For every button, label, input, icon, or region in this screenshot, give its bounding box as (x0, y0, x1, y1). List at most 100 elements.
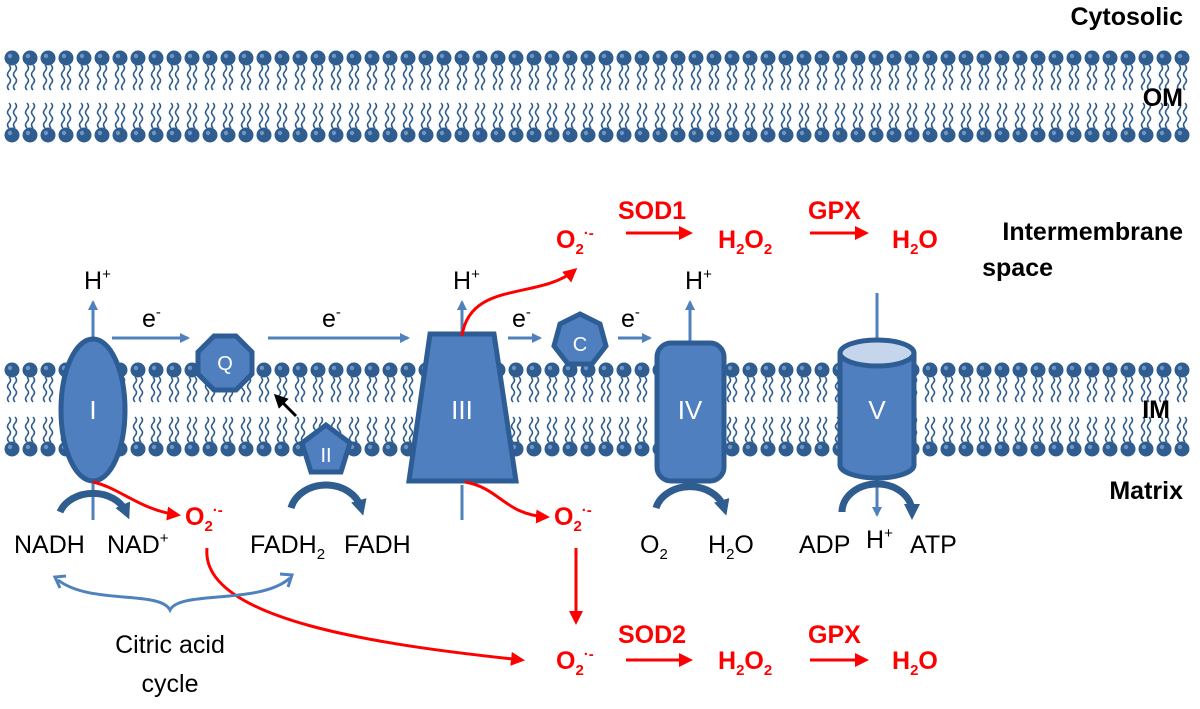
im-lipid-tail (750, 416, 756, 443)
om-lipid-tail (804, 64, 810, 91)
im-lipid-head-highlight (187, 444, 193, 450)
om-lipid-head (994, 50, 1010, 66)
im-lipid-tail (1104, 416, 1110, 443)
om-lipid-tail (912, 64, 918, 91)
om-lipid-head (670, 50, 686, 66)
im-lipid-head-highlight (43, 365, 49, 371)
h2o-label: H2O (708, 531, 754, 563)
om-lipid-head-highlight (511, 53, 517, 59)
im-lipid-tail (276, 416, 282, 443)
om-lipid-head-highlight (367, 130, 373, 136)
om-lipid-tail (372, 102, 378, 129)
im-lipid-tail (978, 416, 984, 443)
om-lipid-tail (96, 102, 102, 129)
om-lipid-head-highlight (187, 130, 193, 136)
om-lipid-head (778, 127, 794, 143)
om-lipid-tail (852, 64, 858, 91)
om-lipid-tail (816, 102, 822, 129)
im-lipid-head-highlight (1069, 365, 1075, 371)
om-lipid-tail (660, 102, 666, 129)
om-lipid-tail (798, 102, 804, 129)
im-lipid-head (40, 362, 56, 378)
om-lipid-head-highlight (1177, 53, 1183, 59)
om-lipid-tail (474, 64, 480, 91)
om-lipid-tail (546, 102, 552, 129)
om-lipid-tail (762, 64, 768, 91)
om-lipid-tail (42, 102, 48, 129)
im-lipid-tail (516, 376, 522, 403)
om-lipid-head (1156, 50, 1172, 66)
om-lipid-tail (102, 102, 108, 129)
om-lipid-head (652, 127, 668, 143)
im-lipid-tail (12, 376, 18, 403)
om-lipid-head (22, 127, 38, 143)
im-lipid-tail (1086, 376, 1092, 403)
citric-acid-label-line1: Citric acid (115, 631, 225, 659)
om-lipid-tail (312, 64, 318, 91)
im-lipid-tail (24, 416, 30, 443)
om-lipid-head-highlight (169, 53, 175, 59)
om-lipid-head-highlight (7, 53, 13, 59)
om-lipid-head (436, 50, 452, 66)
im-lipid-tail (1086, 416, 1092, 443)
matrix-h2o2-label: H2O2 (718, 647, 772, 679)
om-lipid-head (1120, 50, 1136, 66)
om-lipid-head (1030, 50, 1046, 66)
om-lipid-tail (624, 64, 630, 91)
matrix-label: Matrix (1109, 477, 1183, 505)
om-lipid-head-highlight (475, 53, 481, 59)
om-lipid-head-highlight (1015, 130, 1021, 136)
om-lipid-head-highlight (799, 53, 805, 59)
im-lipid-head (382, 362, 398, 378)
adp-label: ADP (799, 531, 850, 559)
im-lipid-tail (132, 416, 138, 443)
om-lipid-head-highlight (871, 130, 877, 136)
im-lipid-head-highlight (295, 444, 301, 450)
im-lipid-tail (726, 376, 732, 403)
om-lipid-tail (1038, 102, 1044, 129)
om-lipid-tail (534, 64, 540, 91)
om-lipid-head (328, 50, 344, 66)
om-lipid-tail (174, 102, 180, 129)
om-lipid-head-highlight (61, 130, 67, 136)
im-lipid-head-highlight (799, 444, 805, 450)
om-lipid-head (1012, 127, 1028, 143)
om-lipid-tail (222, 64, 228, 91)
om-lipid-tail (48, 102, 54, 129)
im-lipid-tail (582, 376, 588, 403)
om-lipid-head-highlight (853, 130, 859, 136)
om-lipid-head-highlight (457, 53, 463, 59)
om-lipid-tail (510, 64, 516, 91)
om-lipid-tail (366, 102, 372, 129)
im-lipid-head (202, 441, 218, 457)
om-lipid-tail (636, 64, 642, 91)
complex-v-proton-label: H+ (866, 525, 893, 554)
om-lipid-head (148, 50, 164, 66)
om-lipid-tail (912, 102, 918, 129)
im-lipid-head (1084, 441, 1100, 457)
om-lipid-tail (438, 64, 444, 91)
im-lipid-head (1012, 441, 1028, 457)
cytochrome-c-shape (551, 311, 609, 367)
im-lipid-head-highlight (1033, 365, 1039, 371)
om-lipid-head-highlight (313, 130, 319, 136)
im-lipid-tail (372, 416, 378, 443)
om-lipid-tail (384, 102, 390, 129)
om-lipid-head-highlight (1123, 53, 1129, 59)
om-lipid-tail (618, 102, 624, 129)
om-lipid-tail (822, 102, 828, 129)
om-lipid-head-highlight (547, 53, 553, 59)
ubiquinone-q-label: Q (217, 353, 233, 375)
im-lipid-tail (1032, 376, 1038, 403)
complex-i-nadh-curve (56, 489, 131, 520)
im-lipid-head (1048, 441, 1064, 457)
om-lipid-tail (822, 64, 828, 91)
om-lipid-head-highlight (709, 53, 715, 59)
om-lipid-tail (402, 102, 408, 129)
om-lipid-tail (816, 64, 822, 91)
im-lipid-head (382, 441, 398, 457)
om-label: OM (1143, 84, 1183, 112)
im-lipid-tail (786, 416, 792, 443)
om-lipid-head (1012, 50, 1028, 66)
om-lipid-tail (930, 102, 936, 129)
